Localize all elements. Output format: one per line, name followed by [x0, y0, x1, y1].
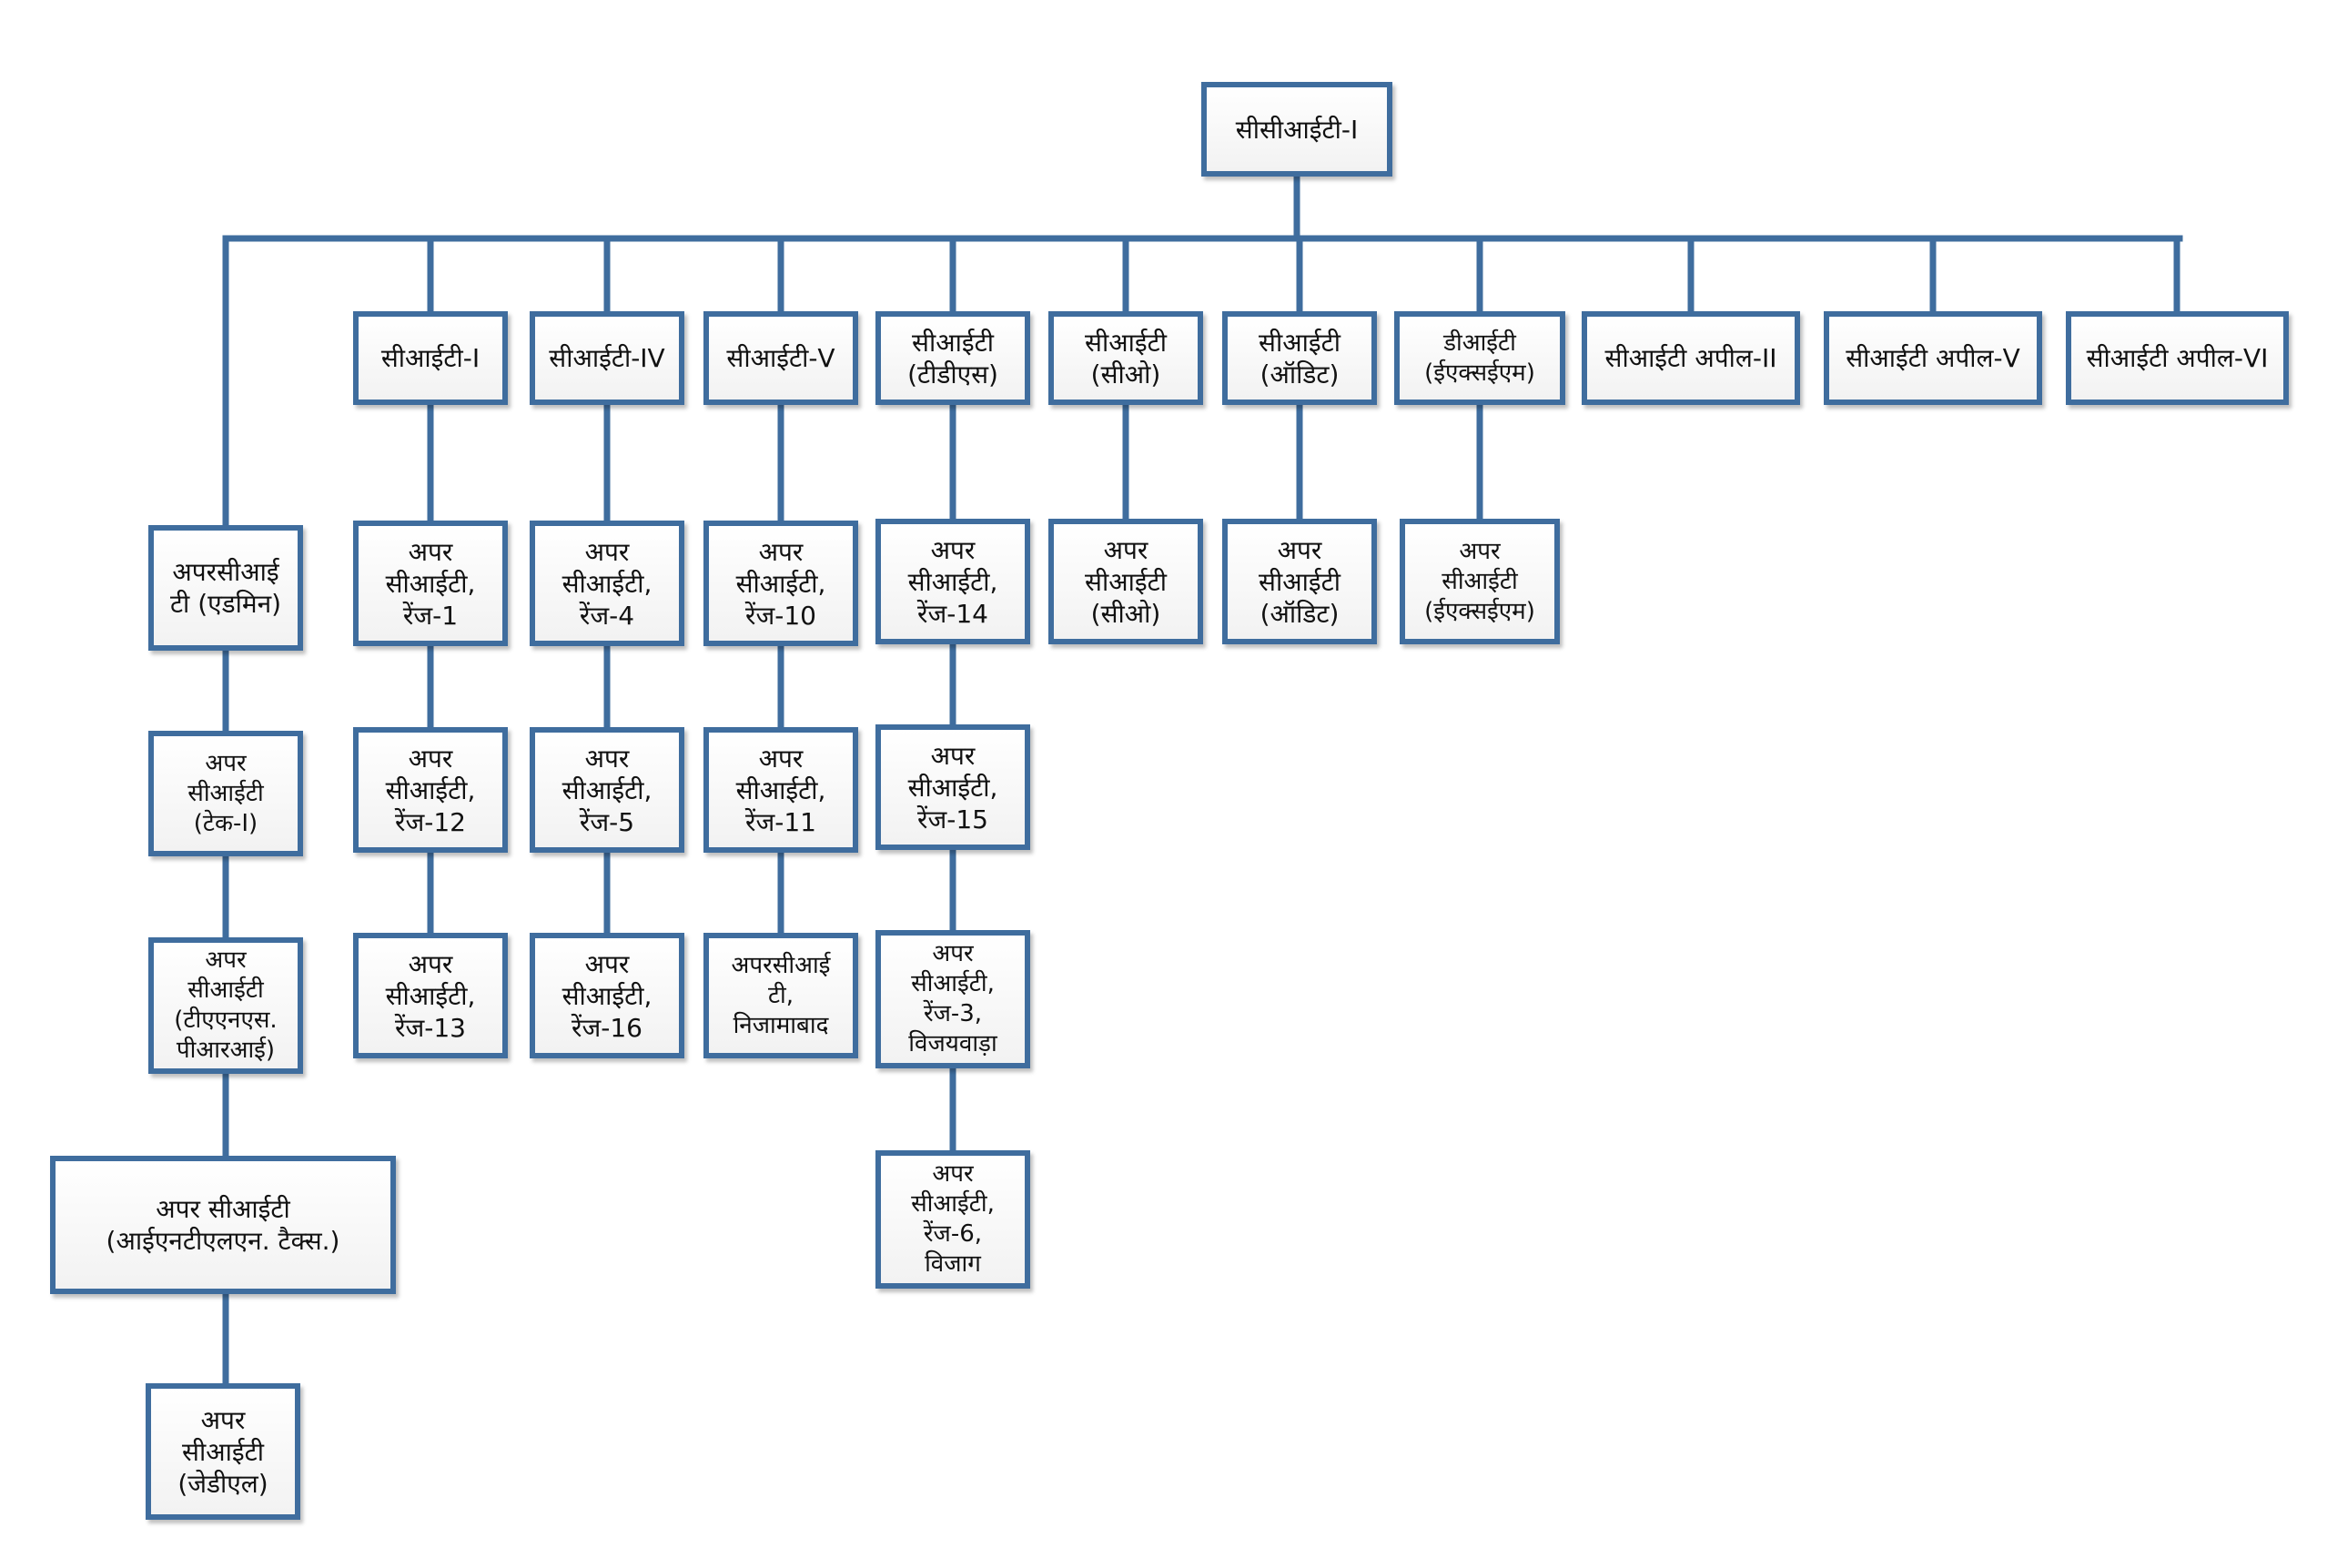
node-addl-cit-range-5: अपर सीआईटी, रेंज-5: [530, 727, 684, 853]
node-cit-4: सीआईटी-IV: [530, 311, 684, 405]
node-addl-cit-range-14: अपर सीआईटी, रेंज-14: [875, 519, 1030, 644]
node-addl-cit-range-4: अपर सीआईटी, रेंज-4: [530, 521, 684, 646]
node-addl-cit-range-3-vijayawada: अपर सीआईटी, रेंज-3, विजयवाड़ा: [875, 930, 1030, 1068]
node-cit-audit: सीआईटी (ऑडिट): [1222, 311, 1377, 405]
node-ccit-1: सीसीआईटी-I: [1201, 82, 1392, 177]
node-cit-1: सीआईटी-I: [353, 311, 508, 405]
node-dit-exemption: डीआईटी (ईएक्सईएम): [1394, 311, 1565, 405]
node-addl-cit-range-10: अपर सीआईटी, रेंज-10: [703, 521, 858, 646]
node-cit-co: सीआईटी (सीओ): [1048, 311, 1203, 405]
node-addl-cit-admin: अपरसीआई टी (एडमिन): [148, 525, 303, 651]
node-addl-cit-nizamabad: अपरसीआई टी, निजामाबाद: [703, 933, 858, 1058]
node-addl-cit-range-6-vizag: अपर सीआईटी, रेंज-6, विजाग: [875, 1150, 1030, 1289]
node-cit-5: सीआईटी-V: [703, 311, 858, 405]
node-addl-cit-co: अपर सीआईटी (सीओ): [1048, 519, 1203, 644]
node-addl-cit-range-11: अपर सीआईटी, रेंज-11: [703, 727, 858, 853]
node-addl-cit-intl-tax: अपर सीआईटी (आईएनटीएलएन. टैक्स.): [50, 1156, 396, 1294]
node-addl-cit-audit: अपर सीआईटी (ऑडिट): [1222, 519, 1377, 644]
node-addl-cit-range-16: अपर सीआईटी, रेंज-16: [530, 933, 684, 1058]
node-cit-appeal-5: सीआईटी अपील-V: [1824, 311, 2042, 405]
node-addl-cit-exemption: अपर सीआईटी (ईएक्सईएम): [1400, 519, 1560, 644]
node-addl-cit-range-15: अपर सीआईटी, रेंज-15: [875, 724, 1030, 850]
node-addl-cit-jdl: अपर सीआईटी (जेडीएल): [146, 1383, 300, 1520]
node-addl-cit-range-12: अपर सीआईटी, रेंज-12: [353, 727, 508, 853]
node-addl-cit-tps-pri: अपर सीआईटी (टीएएनएस. पीआरआई): [148, 937, 303, 1074]
node-cit-appeal-6: सीआईटी अपील-VI: [2066, 311, 2289, 405]
node-addl-cit-range-1: अपर सीआईटी, रेंज-1: [353, 521, 508, 646]
node-cit-tds: सीआईटी (टीडीएस): [875, 311, 1030, 405]
node-cit-appeal-2: सीआईटी अपील-II: [1582, 311, 1800, 405]
node-addl-cit-range-13: अपर सीआईटी, रेंज-13: [353, 933, 508, 1058]
node-addl-cit-tech-1: अपर सीआईटी (टेक-I): [148, 731, 303, 856]
